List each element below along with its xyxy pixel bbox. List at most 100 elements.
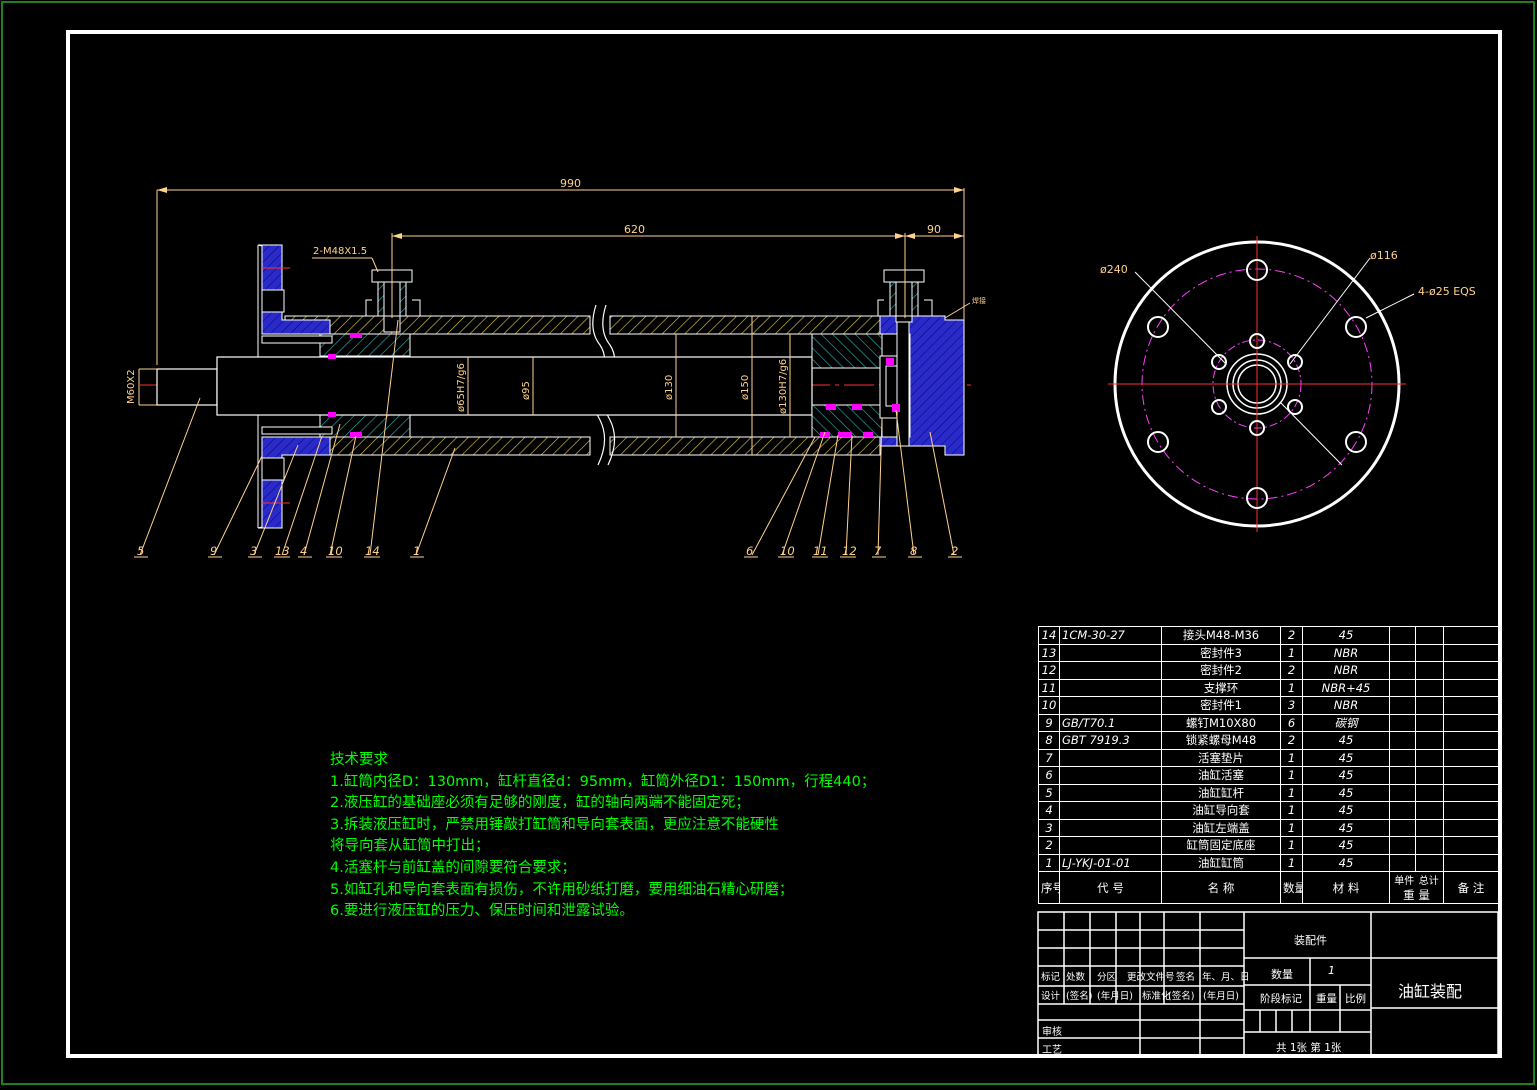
balloon: 5 bbox=[137, 544, 144, 558]
bom-cell-material: 45 bbox=[1302, 748, 1390, 767]
bom-cell-unit-weight bbox=[1389, 661, 1416, 680]
guide-sleeve-bottom bbox=[319, 414, 411, 438]
bom-cell-name: 油缸左端盖 bbox=[1161, 818, 1281, 837]
leader-lines bbox=[139, 302, 971, 556]
bom-cell-unit-weight bbox=[1389, 836, 1416, 855]
dim-pcd-dia: ø116 bbox=[1370, 249, 1398, 262]
bom-header-remark: 备 注 bbox=[1443, 871, 1499, 904]
balloon: 6 bbox=[746, 544, 753, 558]
bom-cell-total-weight bbox=[1415, 661, 1444, 680]
bom-cell-total-weight bbox=[1415, 678, 1444, 697]
scale-label: 比例 bbox=[1345, 993, 1366, 1005]
sheet-count: 共 1张 第 1张 bbox=[1276, 1042, 1342, 1054]
bom-cell-name: 油缸活塞 bbox=[1161, 766, 1281, 785]
bolt-holes bbox=[1147, 259, 1367, 509]
bom-header-name: 名 称 bbox=[1161, 871, 1281, 904]
bom-cell-remark bbox=[1443, 713, 1499, 732]
weight-label: 重量 bbox=[1316, 993, 1337, 1005]
weld-note: 焊接 bbox=[972, 296, 986, 305]
dim-rod-thread: M60X2 bbox=[126, 369, 137, 404]
bom-cell-name: 密封件2 bbox=[1161, 661, 1281, 680]
tech-req-item: 6.要进行液压缸的压力、保压时间和泄露试验。 bbox=[330, 903, 634, 920]
barrel-wall-top-left bbox=[284, 315, 591, 335]
tb-zone: 分区 bbox=[1097, 972, 1117, 983]
bom-cell-material: 45 bbox=[1302, 731, 1390, 750]
bom-cell-no: 11 bbox=[1038, 678, 1060, 697]
barrel-wall-bottom-right bbox=[609, 436, 881, 456]
bom-cell-remark bbox=[1443, 661, 1499, 680]
bom-cell-qty: 2 bbox=[1280, 626, 1303, 645]
bom-cell-material: 45 bbox=[1302, 766, 1390, 785]
bom-cell-code bbox=[1059, 678, 1162, 697]
bom-cell-qty: 1 bbox=[1280, 783, 1303, 802]
balloon: 9 bbox=[210, 544, 217, 558]
dim-outer-dia: ø150 bbox=[740, 375, 751, 400]
tb-design: 设计 bbox=[1041, 991, 1061, 1002]
bom-cell-code bbox=[1059, 783, 1162, 802]
bom-cell-name: 螺钉M10X80 bbox=[1161, 713, 1281, 732]
bom-cell-remark bbox=[1443, 836, 1499, 855]
bom-cell-unit-weight bbox=[1389, 696, 1416, 715]
tech-req-item: 2.液压缸的基础座必须有足够的刚度，缸的轴向两端不能固定死； bbox=[330, 795, 750, 812]
bom-cell-remark bbox=[1443, 626, 1499, 645]
qty-value: 1 bbox=[1328, 964, 1335, 977]
bom-cell-name: 油缸缸杆 bbox=[1161, 783, 1281, 802]
bom-cell-total-weight bbox=[1415, 626, 1444, 645]
bom-cell-total-weight bbox=[1415, 818, 1444, 837]
bom-cell-unit-weight bbox=[1389, 748, 1416, 767]
cylinder-base bbox=[879, 315, 965, 456]
balloon: 10 bbox=[328, 544, 343, 558]
bom-cell-unit-weight bbox=[1389, 643, 1416, 662]
bom-cell-total-weight bbox=[1415, 731, 1444, 750]
tb-design-sign: (签名) bbox=[1066, 991, 1093, 1002]
bom-cell-no: 5 bbox=[1038, 783, 1060, 802]
tb-change-doc: 更改文件号 bbox=[1127, 972, 1175, 983]
dim-end-length: 90 bbox=[927, 223, 941, 236]
bom-cell-material: 45 bbox=[1302, 836, 1390, 855]
bom-cell-total-weight bbox=[1415, 696, 1444, 715]
balloon: 7 bbox=[874, 544, 882, 558]
assembly-label: 装配件 bbox=[1294, 934, 1327, 947]
dim-stroke-span: 620 bbox=[624, 223, 645, 236]
bom-cell-no: 6 bbox=[1038, 766, 1060, 785]
bom-cell-material: NBR bbox=[1302, 661, 1390, 680]
bom-cell-remark bbox=[1443, 696, 1499, 715]
bom-header-weight-label: 重 量 bbox=[1403, 888, 1430, 902]
bom-cell-no: 7 bbox=[1038, 748, 1060, 767]
bom-cell-material: NBR+45 bbox=[1302, 678, 1390, 697]
bom-cell-qty: 1 bbox=[1280, 801, 1303, 820]
flange-end-view: ø240 ø116 4-ø25 EQS bbox=[1100, 236, 1476, 532]
dim-bore-dia: ø130 bbox=[664, 375, 675, 400]
barrel-wall-bottom-left bbox=[284, 436, 591, 456]
tb-process: 工艺 bbox=[1042, 1045, 1062, 1056]
bom-cell-name: 油缸导向套 bbox=[1161, 801, 1281, 820]
bom-cell-no: 1 bbox=[1038, 853, 1060, 872]
bom-cell-code bbox=[1059, 801, 1162, 820]
bom-cell-code: GBT 7919.3 bbox=[1059, 731, 1162, 750]
bom-cell-remark bbox=[1443, 766, 1499, 785]
bom-cell-name: 密封件1 bbox=[1161, 696, 1281, 715]
bom-cell-no: 10 bbox=[1038, 696, 1060, 715]
cylinder-section-view: 990 620 90 2-M48X1.5 焊接 M60X2 ø65H7/g6 ø… bbox=[126, 177, 986, 558]
bom-cell-remark bbox=[1443, 801, 1499, 820]
balloon-labels: 5 9 3 13 4 10 14 1 6 10 11 12 7 8 2 bbox=[137, 544, 958, 558]
balloon: 3 bbox=[250, 544, 257, 558]
balloon: 8 bbox=[910, 544, 917, 558]
guide-sleeve-top bbox=[319, 333, 411, 357]
stage-label: 阶段标记 bbox=[1260, 993, 1302, 1005]
balloon: 11 bbox=[813, 544, 828, 558]
bom-cell-name: 接头M48-M36 bbox=[1161, 626, 1281, 645]
tech-req-item: 1.缸筒内径D：130mm，缸杆直径d：95mm，缸筒外径D1：150mm，行程… bbox=[330, 773, 876, 790]
bom-cell-qty: 1 bbox=[1280, 853, 1303, 872]
bom-cell-no: 12 bbox=[1038, 661, 1060, 680]
barrel-wall-top-right bbox=[609, 315, 881, 335]
piston-rod bbox=[216, 356, 813, 416]
tech-req-item: 3.拆装液压缸时，严禁用锤敲打缸筒和导向套表面，更应注意不能硬性 bbox=[330, 816, 779, 833]
bom-cell-total-weight bbox=[1415, 836, 1444, 855]
